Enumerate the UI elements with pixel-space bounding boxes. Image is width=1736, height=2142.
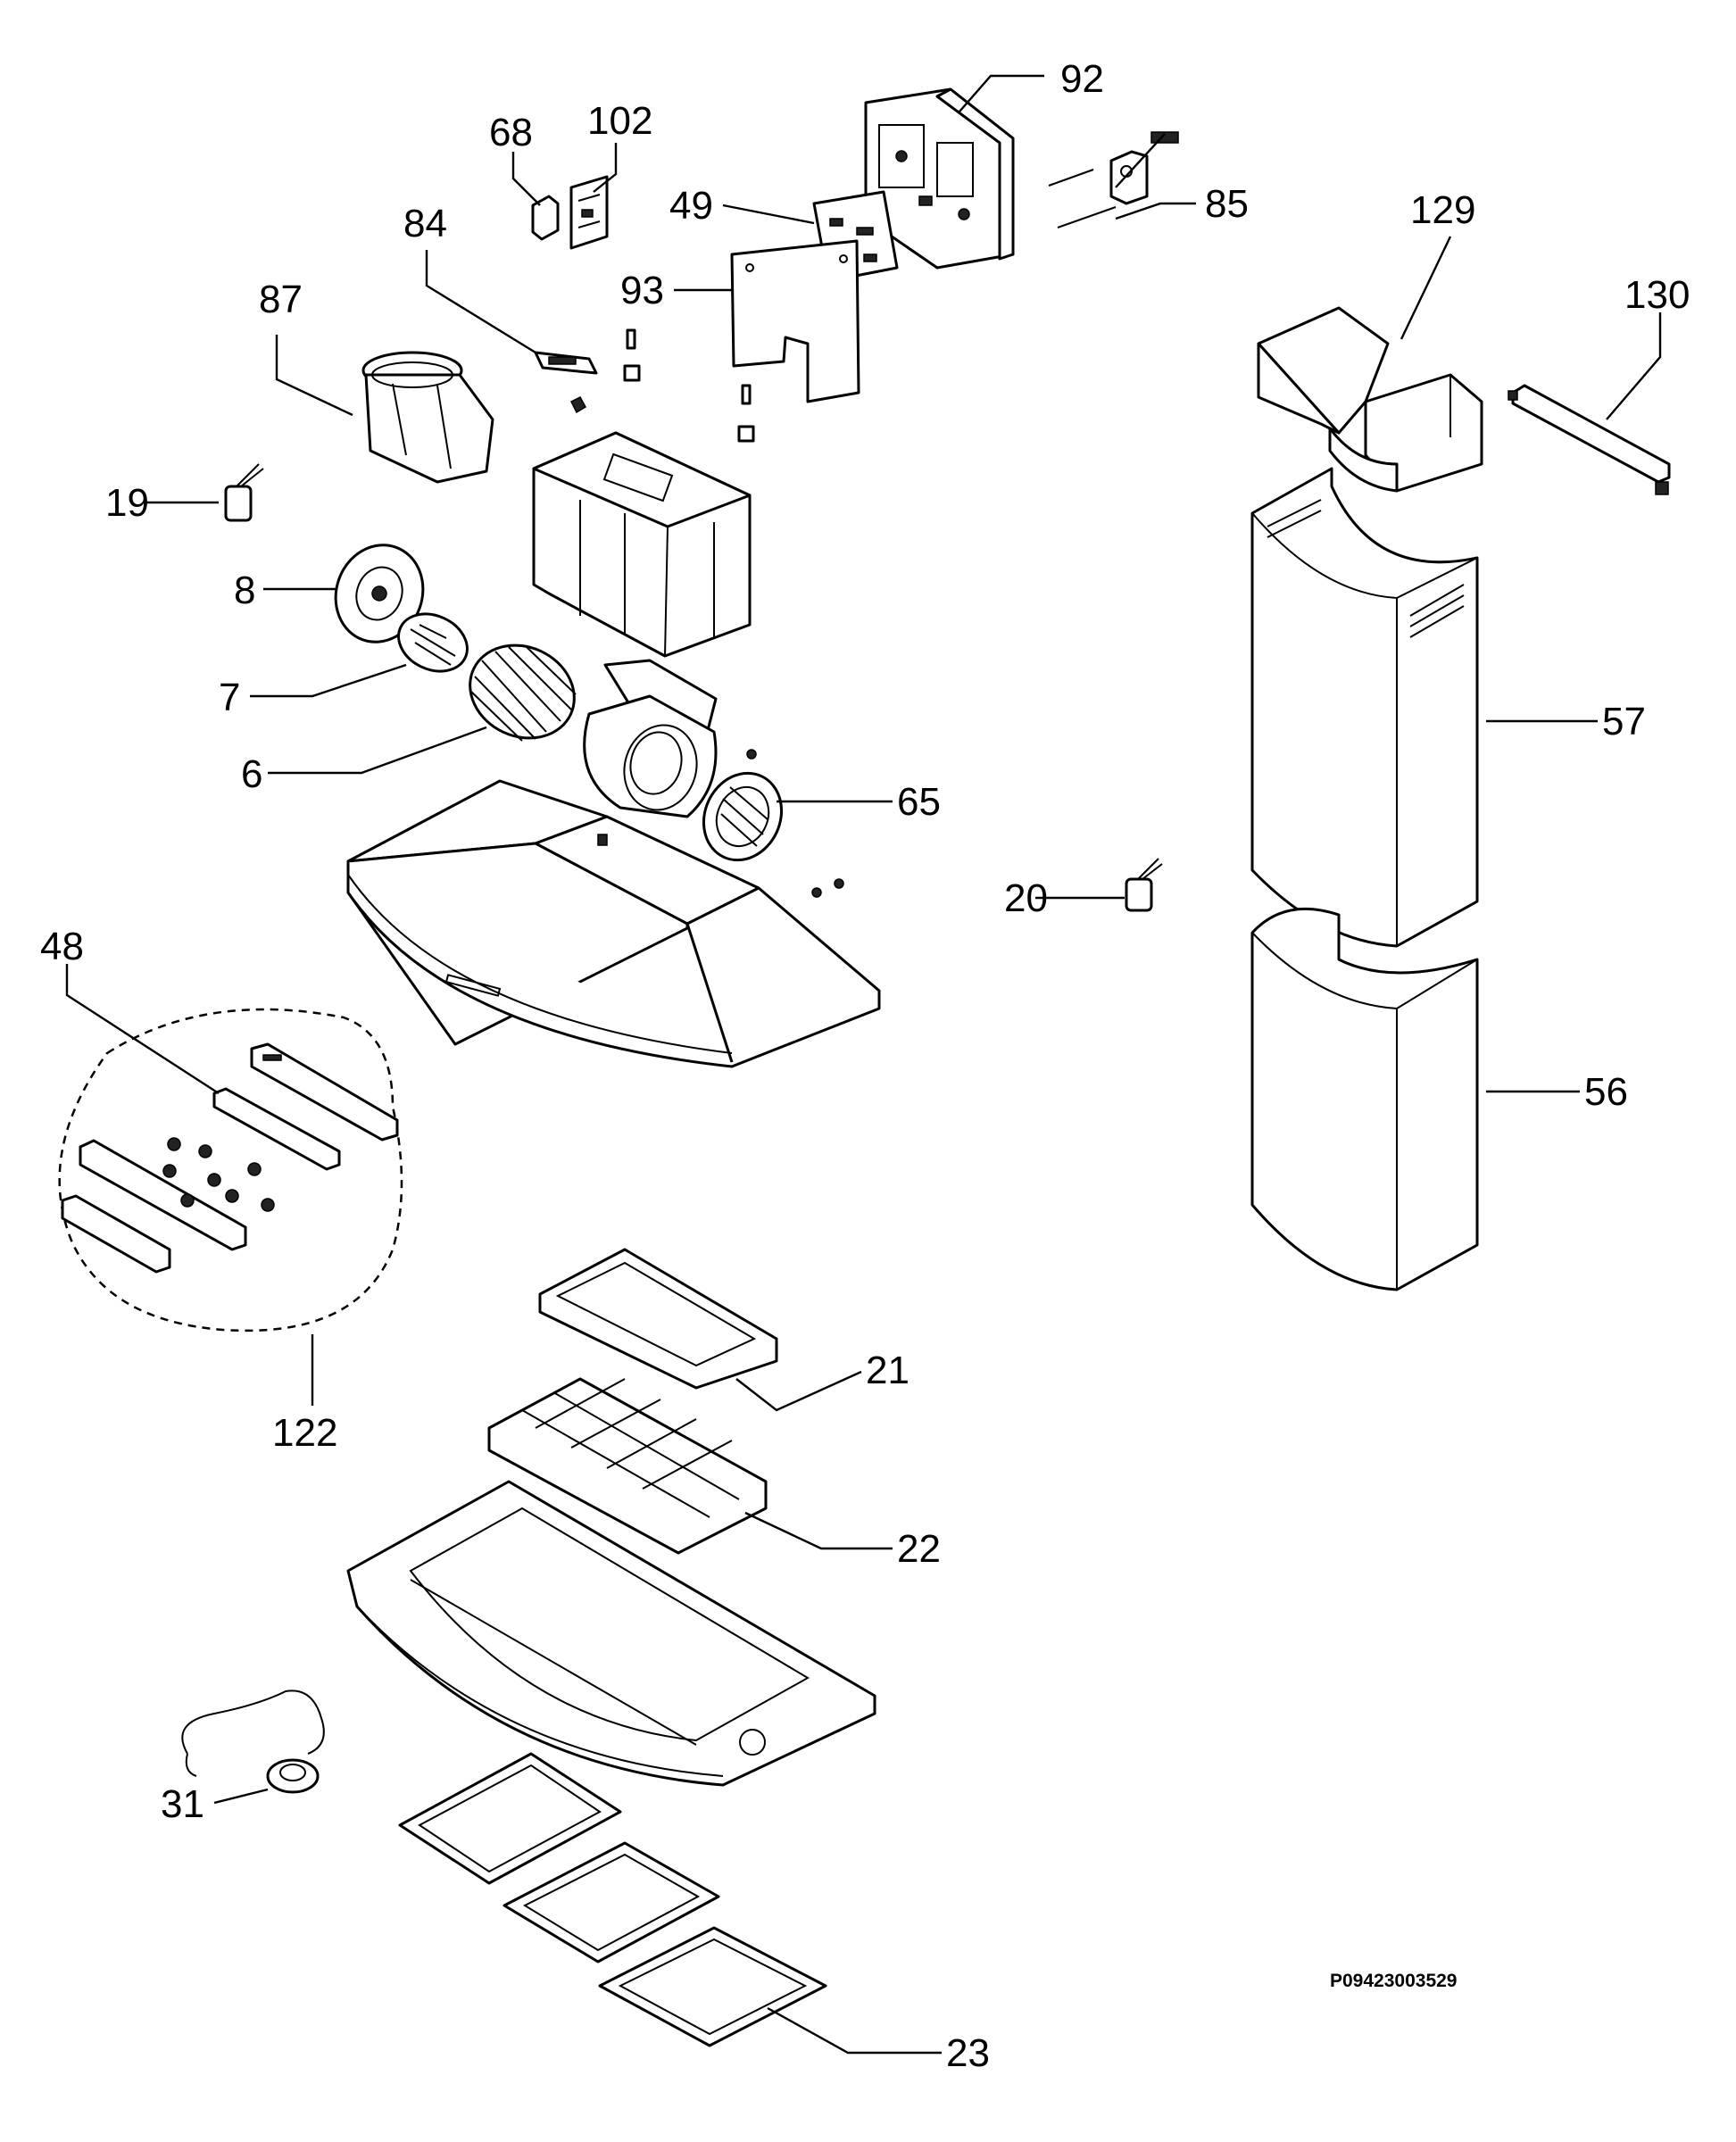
label-23: 23	[946, 2031, 990, 2075]
label-8: 8	[234, 569, 255, 612]
label-20: 20	[1004, 876, 1048, 920]
part-57-upper-chimney	[1250, 467, 1479, 948]
part-23-grease-filters	[398, 1752, 827, 2047]
label-85: 85	[1205, 182, 1249, 226]
label-68: 68	[489, 111, 533, 154]
label-87: 87	[259, 278, 303, 321]
part-85-hinge-bracket	[1048, 131, 1179, 228]
part-7-motor	[397, 612, 469, 673]
part-bottom-tray	[346, 1480, 876, 1787]
label-19: 19	[105, 481, 149, 525]
part-20-capacitor	[1125, 858, 1163, 912]
label-122: 122	[272, 1411, 337, 1455]
part-8-motor-plate	[334, 544, 425, 643]
label-84: 84	[403, 202, 447, 245]
part-scroll-housing	[583, 659, 718, 818]
part-clips	[569, 328, 755, 443]
part-19-capacitor	[224, 463, 264, 522]
label-130: 130	[1624, 273, 1690, 317]
document-code: P09423003529	[1330, 1971, 1457, 1991]
part-93-cover-plate	[730, 239, 860, 403]
part-129-duct	[1257, 306, 1483, 493]
part-31-lamp	[181, 1690, 325, 1794]
label-7: 7	[219, 676, 240, 719]
part-hood-canopy	[346, 779, 881, 1068]
part-130-rail-bracket	[1508, 384, 1671, 495]
part-92-control-box	[864, 87, 1015, 270]
label-31: 31	[161, 1782, 204, 1826]
callout-labels: 92 68 102 49 85 84 93 129 87 130 19 8 7 …	[40, 57, 1690, 2075]
label-57: 57	[1602, 700, 1646, 743]
label-6: 6	[241, 752, 262, 796]
part-65-fan-grille	[702, 749, 844, 898]
part-122-control-panel-assembly	[58, 1008, 403, 1333]
label-102: 102	[587, 99, 652, 143]
label-48: 48	[40, 925, 84, 968]
label-129: 129	[1410, 188, 1475, 232]
part-84-switch	[534, 351, 598, 375]
part-21-light-frame	[538, 1248, 778, 1390]
label-65: 65	[897, 780, 941, 824]
label-56: 56	[1584, 1070, 1628, 1114]
part-6-fan-wheel	[469, 643, 577, 742]
label-92: 92	[1060, 57, 1104, 101]
part-102-bracket	[569, 175, 609, 250]
label-49: 49	[669, 184, 713, 228]
part-motor-housing	[532, 431, 752, 658]
label-22: 22	[897, 1527, 941, 1571]
label-21: 21	[866, 1349, 910, 1392]
leader-lines	[65, 74, 1662, 2055]
part-56-lower-chimney	[1250, 907, 1479, 1291]
part-87-air-outlet	[361, 351, 494, 484]
label-93: 93	[620, 269, 664, 312]
part-68-connector	[531, 195, 560, 241]
part-22-carbon-filter	[487, 1377, 768, 1555]
